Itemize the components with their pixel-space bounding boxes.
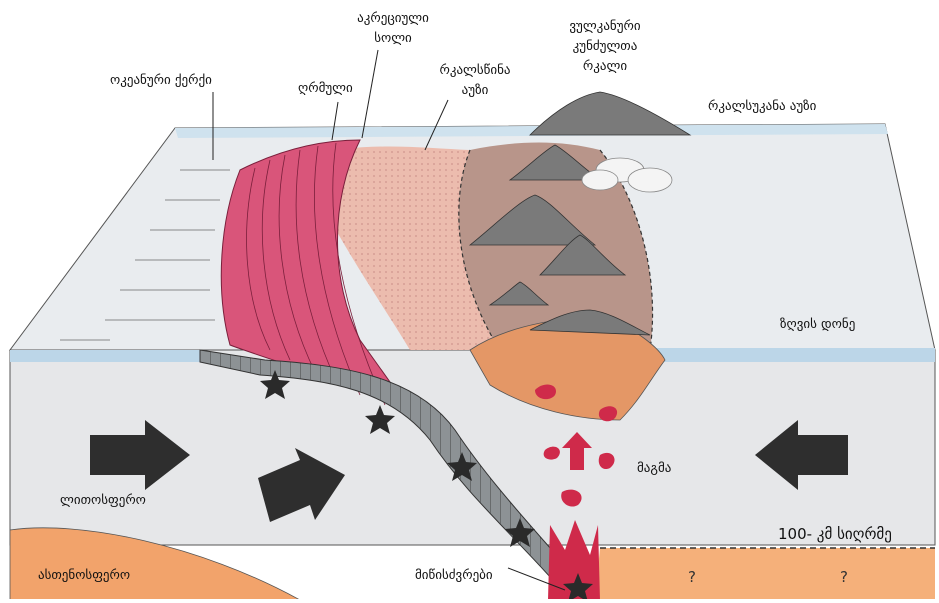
label-backarc-basin: რკალსუკანა აუზი: [708, 98, 816, 116]
label-earthquakes: მიწისძვრები: [415, 567, 493, 585]
label-forearc-basin-1: რკალსწინა: [425, 62, 525, 80]
label-depth: 100- კმ სიღრმე: [778, 525, 892, 543]
label-asthenosphere: ასთენოსფერო: [38, 567, 130, 585]
label-trench: ღრმული: [298, 80, 353, 98]
label-forearc-basin-2: აუზი: [425, 82, 525, 100]
label-magma: მაგმა: [637, 460, 671, 478]
label-volcanic-arc-3: რკალი: [555, 58, 655, 76]
label-oceanic-crust: ოკეანური ქერქი: [110, 72, 212, 90]
label-accretionary-wedge-2: სოლი: [348, 30, 438, 48]
oceanic-sea-strip: [10, 350, 200, 362]
label-sea-level: ზღვის დონე: [780, 316, 855, 334]
label-volcanic-arc-1: ვულკანური: [555, 18, 655, 36]
label-lithosphere: ლითოსფერო: [60, 492, 146, 510]
asthenosphere-right: [595, 548, 935, 599]
backarc-sea-strip: [650, 348, 935, 362]
label-volcanic-arc-2: კუნძულთა: [555, 38, 655, 56]
question-mark-1: ?: [688, 568, 696, 586]
label-accretionary-wedge-1: აკრეციული: [348, 10, 438, 28]
question-mark-2: ?: [840, 568, 848, 586]
